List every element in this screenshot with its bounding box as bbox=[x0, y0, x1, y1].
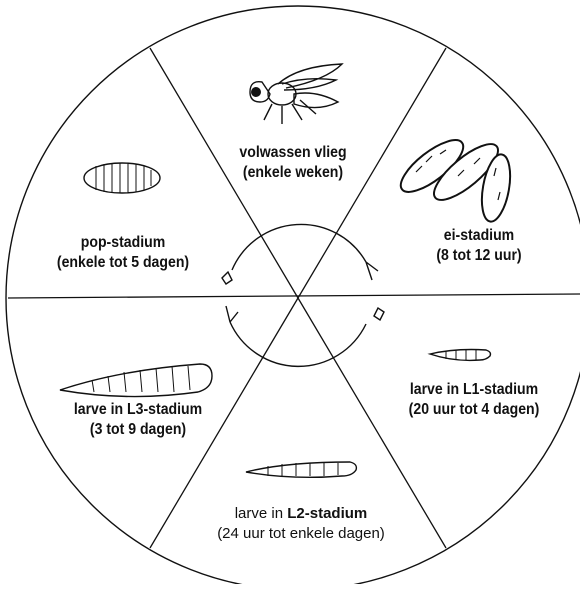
stage-duration: (8 tot 12 uur) bbox=[404, 246, 554, 266]
stage-name: larve in L1-stadium bbox=[386, 380, 562, 400]
stage-duration: (24 uur tot enkele dagen) bbox=[196, 524, 406, 544]
stage-name: ei-stadium bbox=[404, 226, 554, 246]
stage-name-prefix: larve in bbox=[235, 505, 288, 522]
stage-duration: (enkele weken) bbox=[218, 163, 368, 183]
stage-duration: (enkele tot 5 dagen) bbox=[31, 253, 216, 273]
label-l2-stage: larve in L2-stadium (24 uur tot enkele d… bbox=[196, 504, 406, 544]
label-adult-stage: volwassen vlieg (enkele weken) bbox=[218, 143, 368, 183]
pupa-icon bbox=[84, 163, 160, 193]
stage-name-code: L2-stadium bbox=[287, 505, 367, 522]
larva-l1-icon bbox=[430, 350, 491, 361]
stage-name: volwassen vlieg bbox=[218, 143, 368, 163]
stage-name: pop-stadium bbox=[31, 233, 216, 253]
stage-duration: (20 uur tot 4 dagen) bbox=[386, 400, 562, 420]
label-egg-stage: ei-stadium (8 tot 12 uur) bbox=[404, 226, 554, 266]
label-l1-stage: larve in L1-stadium (20 uur tot 4 dagen) bbox=[386, 380, 562, 420]
larva-l2-icon bbox=[246, 462, 356, 477]
larva-l3-icon bbox=[60, 364, 212, 397]
egg-cluster-icon bbox=[393, 132, 514, 224]
label-l3-stage: larve in L3-stadium (3 tot 9 dagen) bbox=[50, 400, 226, 440]
stage-name: larve in L2-stadium bbox=[196, 504, 406, 524]
stage-name: larve in L3-stadium bbox=[50, 400, 226, 420]
fly-icon bbox=[250, 64, 342, 124]
label-pupa-stage: pop-stadium (enkele tot 5 dagen) bbox=[31, 233, 216, 273]
divider-horizontal bbox=[8, 294, 580, 298]
stage-duration: (3 tot 9 dagen) bbox=[50, 420, 226, 440]
